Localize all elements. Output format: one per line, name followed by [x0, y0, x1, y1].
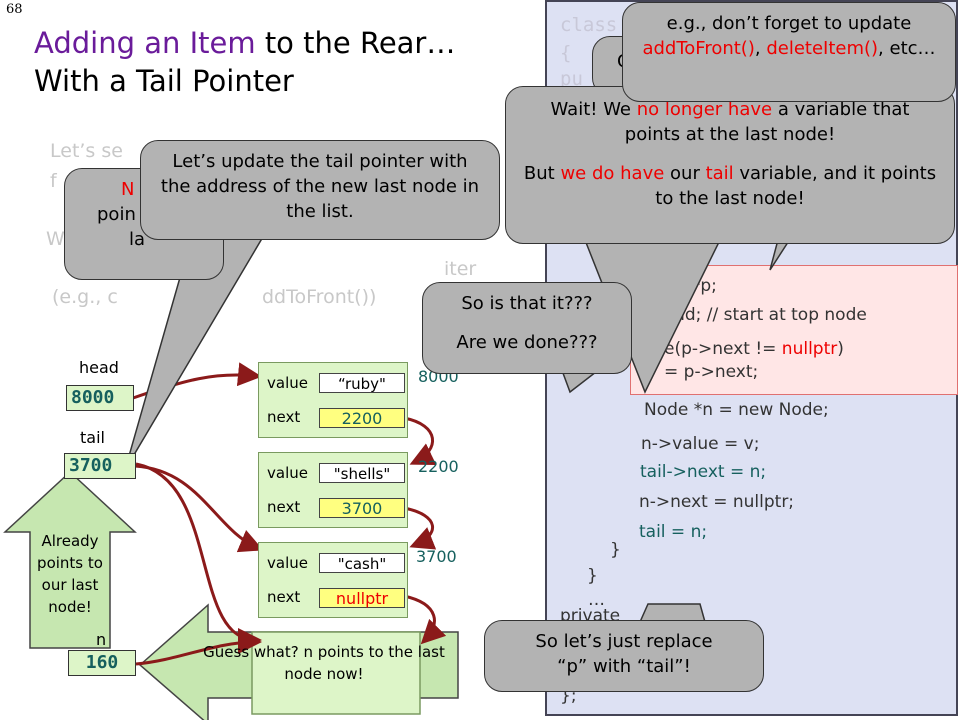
title-line-2: With a Tail Pointer — [34, 64, 294, 98]
code-public: pu — [560, 68, 583, 90]
code-line-new-node: Node *n = new Node; — [644, 400, 829, 420]
next-field: nullptr — [319, 588, 405, 608]
value-field: "cash" — [319, 553, 405, 573]
code-brace-open: { — [560, 42, 572, 64]
tail-update-callout: Let’s update the tail pointer with the a… — [140, 140, 500, 240]
faded-text-4: iter — [444, 258, 477, 280]
node-new — [251, 631, 421, 715]
wait-callout: Wait! We no longer have a variable that … — [505, 86, 955, 244]
node-2: value "shells" next 3700 — [258, 452, 408, 528]
forget-update-callout: e.g., don’t forget to update addToFront(… — [622, 2, 956, 102]
head-value-box: 8000 — [66, 385, 134, 411]
faded-text-2: f — [50, 170, 57, 192]
value-field: “ruby" — [319, 373, 405, 393]
next-arrow-2 — [403, 506, 437, 550]
code-line-head: ead; // start at top node — [664, 305, 867, 325]
code-line-value: n->value = v; — [641, 434, 760, 454]
value-label: value — [267, 374, 308, 392]
done-callout: So is that it??? Are we done??? — [422, 282, 632, 374]
next-label: next — [267, 498, 301, 516]
code-line-n-next: n->next = nullptr; — [639, 492, 795, 512]
faded-text-1: Let’s se — [50, 140, 123, 162]
already-points-text: Already points to our last node! — [37, 532, 103, 616]
code-close-brace-2: } — [587, 566, 598, 586]
node-2-address: 2200 — [418, 457, 459, 476]
guess-what-text: Guess what? n points to the last node no… — [203, 643, 445, 683]
slide-number: 68 — [6, 2, 23, 17]
code-line-while: e(p->next != nullptr) — [664, 339, 844, 359]
next-arrow-1 — [403, 416, 437, 466]
slide-title: Adding an Item to the Rear… With a Tail … — [34, 24, 455, 100]
replace-callout: So let’s just replace “p” with “tail”! — [484, 620, 764, 692]
faded-text-6: ddToFront()) — [262, 286, 377, 308]
node-3-address: 3700 — [416, 547, 457, 566]
tail-value-box: 3700 — [64, 453, 136, 479]
next-label: next — [267, 588, 301, 606]
value-label: value — [267, 464, 308, 482]
code-line-tail-assign: tail = n; — [639, 522, 708, 542]
code-ellipsis: … — [588, 590, 605, 610]
next-field: 3700 — [319, 498, 405, 518]
node-3: value "cash" next nullptr — [258, 542, 408, 618]
title-line-1: Adding an Item to the Rear… — [34, 26, 456, 60]
code-close-brace-1: } — [610, 540, 621, 560]
n-value-box: 160 — [68, 650, 136, 676]
faded-text-5: (e.g., c — [52, 286, 118, 308]
head-label: head — [79, 358, 119, 377]
faded-text-3: W — [46, 228, 65, 250]
tail-pointer-arrow-2 — [135, 462, 262, 652]
next-label: next — [267, 408, 301, 426]
value-field: "shells" — [319, 463, 405, 483]
n-label: n — [96, 630, 107, 649]
node-1: value “ruby" next 2200 — [258, 362, 408, 438]
tail-pointer-arrow-1 — [134, 464, 264, 553]
code-line-advance: = p->next; — [664, 362, 759, 382]
value-label: value — [267, 554, 308, 572]
n-pointer-arrow — [135, 630, 262, 666]
next-field: 2200 — [319, 408, 405, 428]
next-arrow-3 — [403, 594, 447, 645]
already-points-arrow — [3, 470, 137, 649]
code-class-keyword: class — [560, 14, 618, 36]
code-line-tail-next: tail->next = n; — [640, 462, 767, 482]
tail-label: tail — [80, 428, 105, 447]
